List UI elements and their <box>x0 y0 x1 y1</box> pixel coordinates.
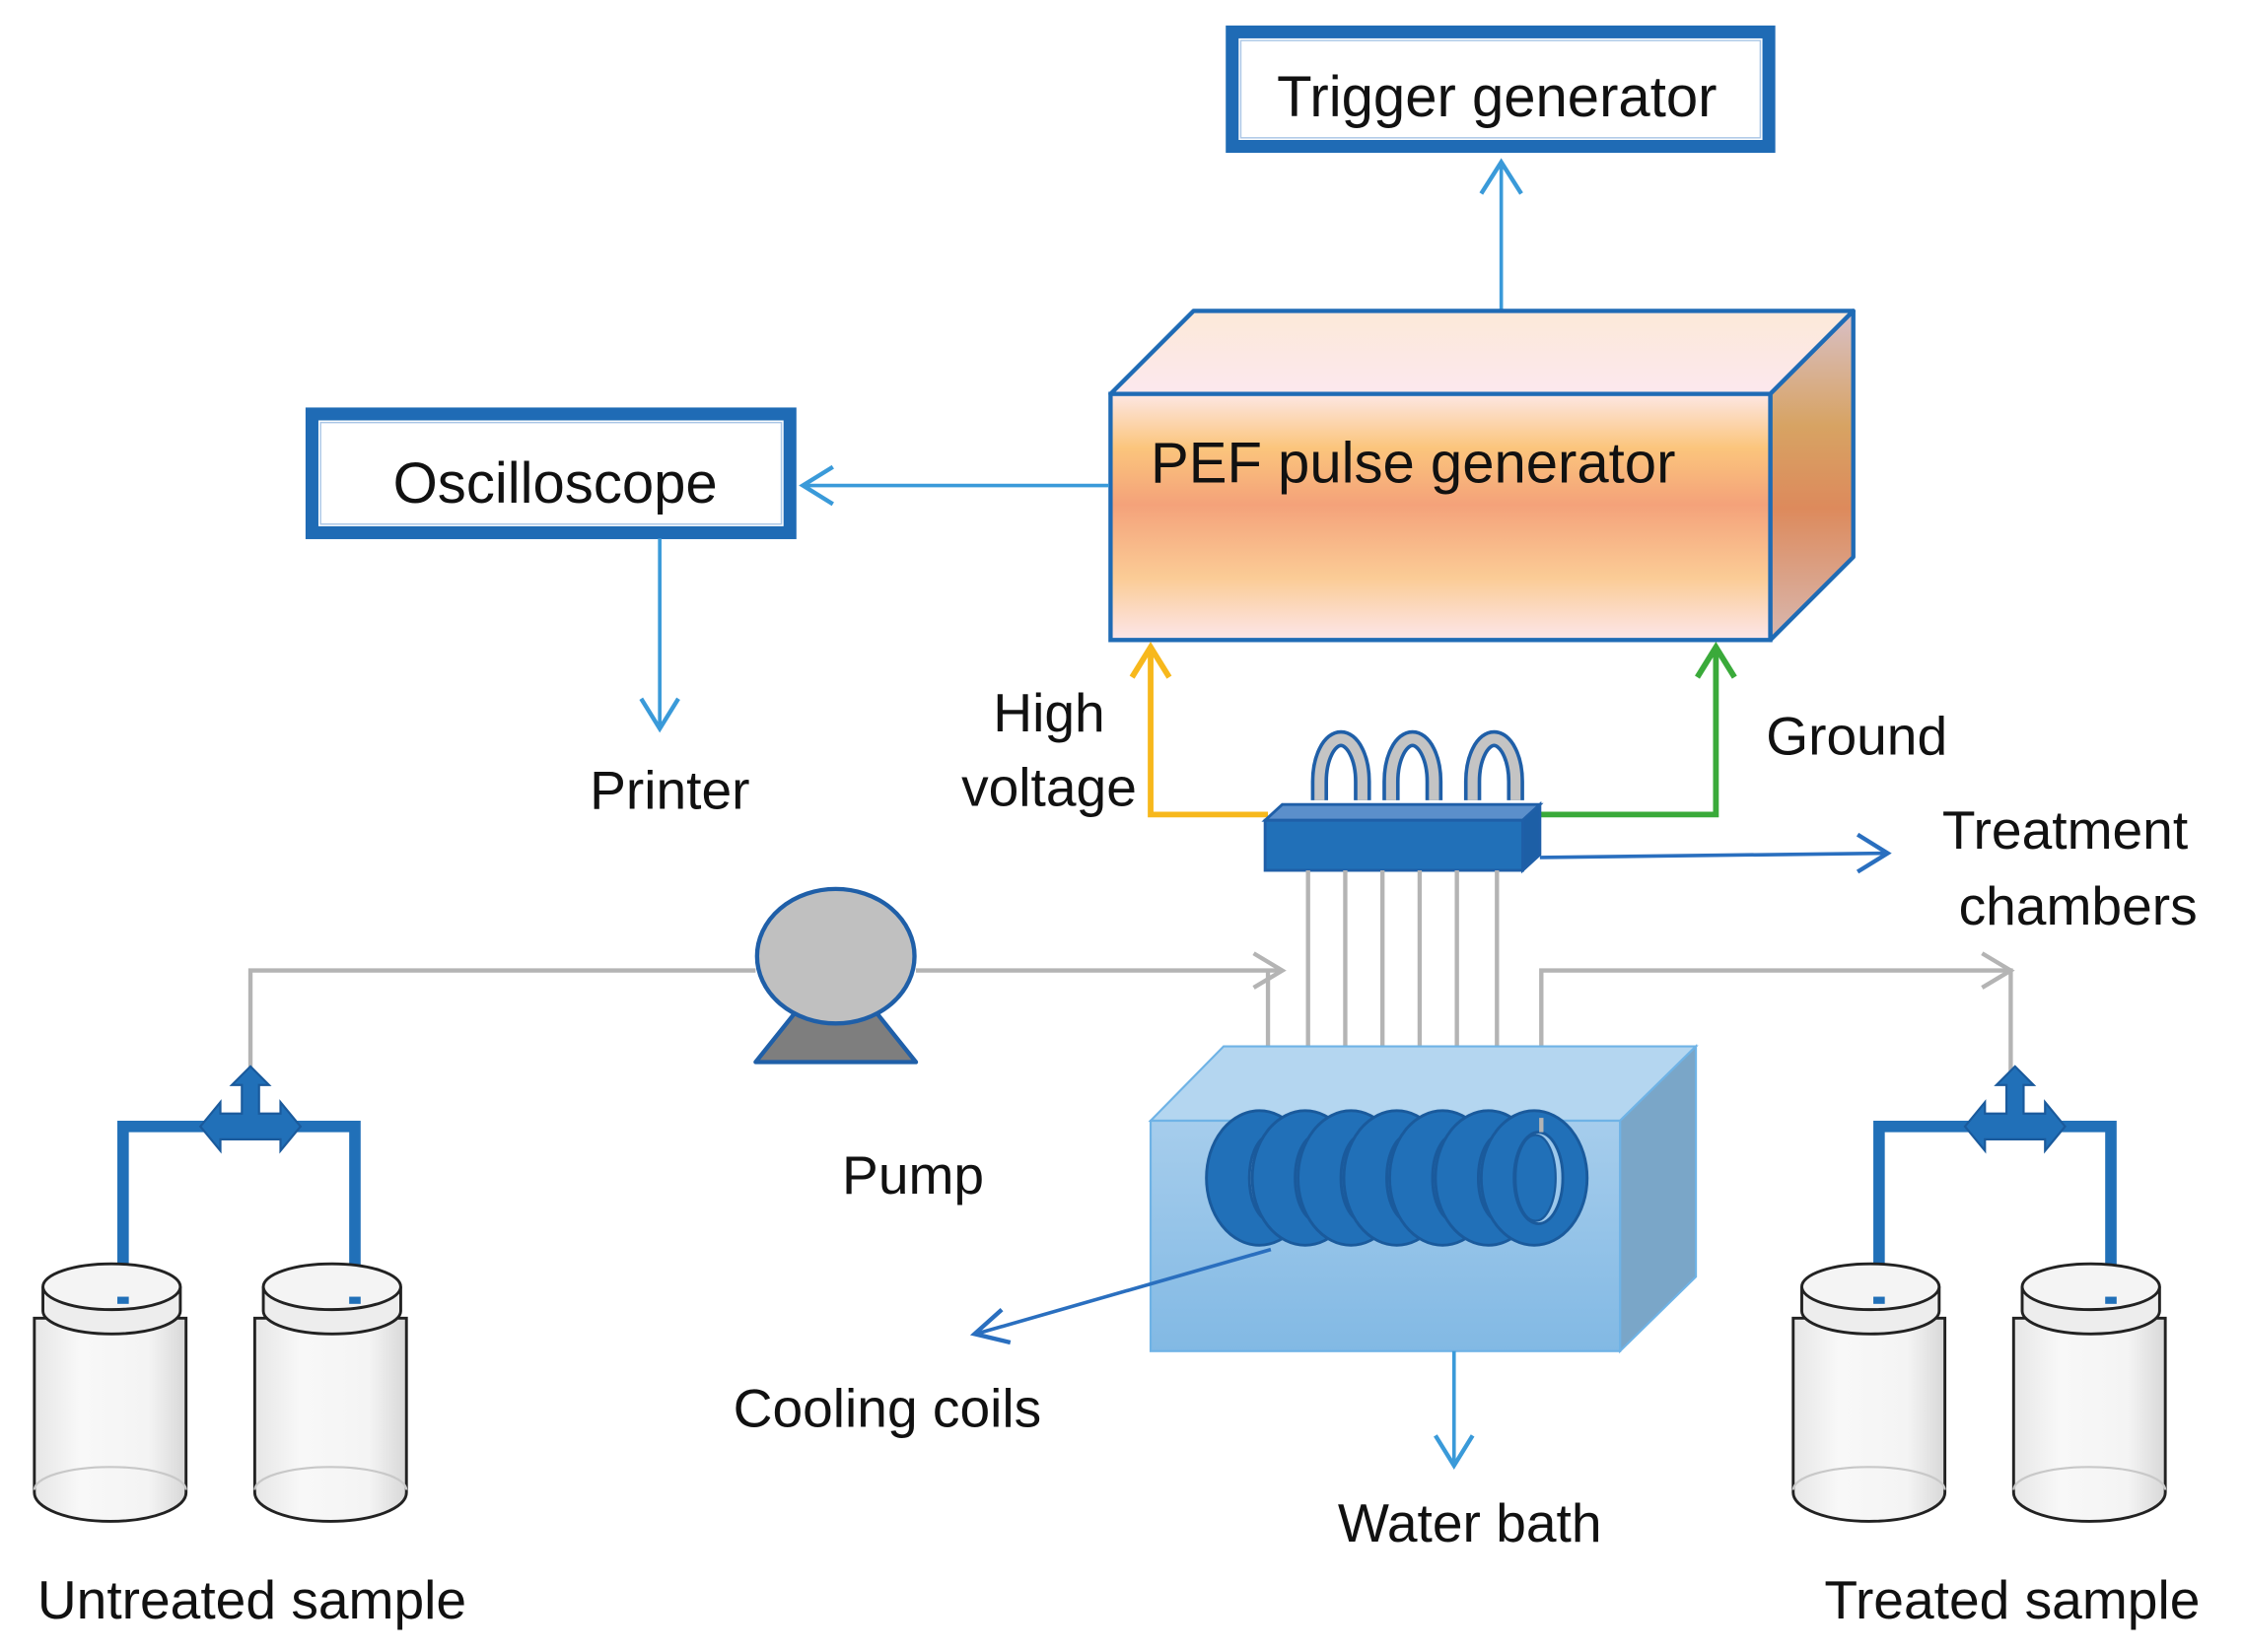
treated-jar-2 <box>2011 1262 2167 1523</box>
oscilloscope-box: Oscilloscope <box>305 407 797 539</box>
oscilloscope-label: Oscilloscope <box>393 451 718 516</box>
water-bath-label: Water bath <box>1338 1492 1602 1553</box>
treatment-chamber-block <box>1261 729 1544 874</box>
trigger-generator-label: Trigger generator <box>1277 65 1717 129</box>
arrow-to-printer <box>639 538 680 733</box>
chamber-loop <box>1382 729 1443 800</box>
treated-valve <box>1873 1065 2117 1304</box>
arrow-to-treatment-chambers <box>1539 832 1892 874</box>
untreated-valve <box>117 1065 361 1304</box>
ground-connection <box>1538 642 1737 818</box>
printer-label: Printer <box>590 760 749 821</box>
chamber-loop <box>1463 729 1524 800</box>
cooling-coils-icon <box>1205 1109 1589 1247</box>
arrow-to-trigger <box>1479 158 1523 311</box>
pef-pulse-generator-box: PEF pulse generator <box>1108 309 1856 643</box>
cooling-coils-label: Cooling coils <box>734 1378 1042 1439</box>
untreated-jar-2 <box>252 1262 408 1523</box>
arrow-to-oscilloscope <box>799 464 1109 507</box>
arrow-to-cooling-coils <box>969 1247 1272 1345</box>
chamber-loops <box>1310 729 1524 800</box>
treatment-chambers-label-line1: Treatment <box>1942 799 2188 860</box>
arrow-to-water-bath <box>1434 1350 1475 1470</box>
high-voltage-label-line1: High <box>993 682 1104 743</box>
untreated-jar-1 <box>33 1262 188 1523</box>
treated-sample-label: Treated sample <box>1824 1569 2200 1630</box>
coil-turn <box>1479 1109 1589 1247</box>
trigger-generator-box: Trigger generator <box>1226 25 1776 154</box>
high-voltage-label-line2: voltage <box>961 757 1137 818</box>
ground-label: Ground <box>1766 705 1947 766</box>
untreated-sample-label: Untreated sample <box>37 1569 466 1630</box>
treated-jar-1 <box>1791 1262 1947 1523</box>
pef-pulse-generator-label: PEF pulse generator <box>1151 432 1675 496</box>
chamber-loop <box>1310 729 1371 800</box>
pump-label: Pump <box>842 1144 984 1205</box>
pump-icon <box>753 886 919 1065</box>
treatment-chambers-label-line2: chambers <box>1959 875 2198 936</box>
high-voltage-connection <box>1129 642 1269 818</box>
sample-tubing <box>247 869 2015 1133</box>
